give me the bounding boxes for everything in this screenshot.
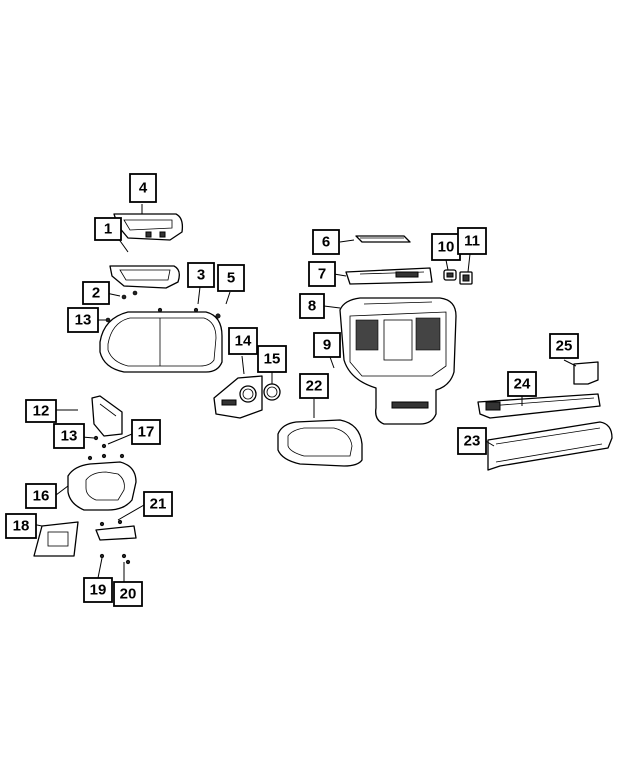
svg-text:19: 19 [90, 582, 107, 599]
svg-text:15: 15 [264, 351, 281, 368]
callout-21: 21 [143, 491, 173, 517]
part-18-switch-panel [33, 521, 79, 557]
part-12-side-panel [91, 395, 123, 437]
part-8-9-center-stack [339, 297, 457, 425]
part-10-switch [443, 269, 457, 281]
svg-text:16: 16 [33, 488, 50, 505]
svg-text:7: 7 [318, 266, 326, 283]
fasteners-13-17 [93, 435, 131, 565]
callout-25: 25 [549, 333, 579, 359]
svg-text:2: 2 [92, 285, 100, 302]
callout-12: 12 [25, 399, 57, 423]
svg-text:24: 24 [514, 376, 531, 393]
callout-16: 16 [25, 483, 57, 509]
callout-23: 23 [457, 427, 487, 455]
leader-lines [31, 204, 577, 582]
svg-text:6: 6 [322, 234, 330, 251]
svg-text:13: 13 [61, 428, 78, 445]
svg-text:10: 10 [438, 239, 455, 256]
svg-text:23: 23 [464, 433, 481, 450]
part-16-lower-bezel [67, 453, 137, 511]
callout-7: 7 [308, 261, 336, 287]
part-3-instrument-cluster [99, 307, 223, 373]
callout-20: 20 [113, 581, 143, 607]
part-2-cluster-bezel-lower [109, 265, 180, 300]
svg-text:4: 4 [139, 180, 148, 197]
svg-text:21: 21 [150, 496, 167, 513]
callout-3: 3 [187, 262, 215, 288]
part-11-switch [459, 271, 473, 285]
svg-text:3: 3 [197, 267, 205, 284]
callout-18: 18 [5, 513, 37, 539]
callout-17: 17 [131, 419, 161, 445]
callout-8: 8 [299, 293, 325, 319]
callout-4: 4 [129, 173, 157, 203]
part-25-cover [573, 361, 599, 385]
part-22-lower-center-bezel [277, 419, 363, 467]
svg-text:1: 1 [104, 221, 112, 238]
callout-11: 11 [457, 227, 487, 255]
svg-text:17: 17 [138, 424, 155, 441]
svg-text:5: 5 [227, 270, 235, 287]
svg-text:14: 14 [235, 333, 252, 350]
svg-text:20: 20 [120, 586, 137, 603]
callout-22: 22 [299, 373, 329, 399]
part-6-top-trim [355, 235, 411, 243]
callout-6: 6 [312, 229, 340, 255]
svg-text:12: 12 [33, 403, 50, 420]
callout-24: 24 [507, 371, 537, 397]
callout-1: 1 [94, 217, 122, 241]
part-14-switch-bezel [213, 375, 263, 419]
part-24-trim-bar [477, 393, 601, 419]
svg-text:25: 25 [556, 338, 573, 355]
part-21-bracket [95, 519, 137, 541]
callout-15: 15 [257, 345, 287, 373]
part-23-glove-box [487, 421, 613, 471]
svg-text:18: 18 [13, 518, 30, 535]
callout-9: 9 [313, 332, 341, 358]
callout-5: 5 [217, 264, 245, 292]
callout-14: 14 [228, 327, 258, 355]
svg-text:22: 22 [306, 378, 323, 395]
svg-text:13: 13 [75, 312, 92, 329]
callout-13-upper: 13 [67, 307, 99, 333]
svg-text:8: 8 [308, 298, 316, 315]
callout-2: 2 [82, 281, 110, 305]
svg-text:9: 9 [323, 337, 331, 354]
part-4-cluster-bezel-top [113, 213, 184, 241]
callout-13-lower: 13 [53, 423, 85, 449]
callout-10: 10 [431, 233, 461, 261]
part-7-vent-trim [345, 267, 433, 285]
callout-19: 19 [83, 577, 113, 603]
svg-text:11: 11 [464, 233, 480, 250]
part-15-ring [263, 383, 281, 401]
